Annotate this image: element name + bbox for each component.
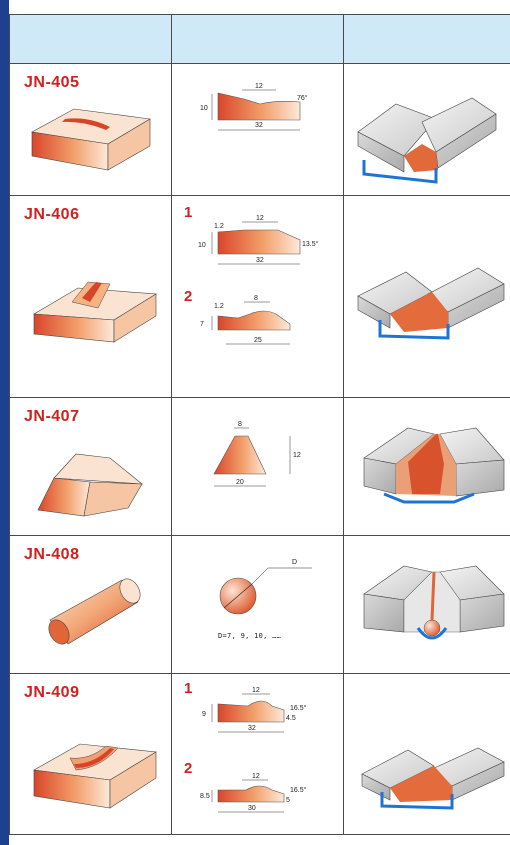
application-illustration bbox=[357, 267, 505, 340]
model-cell: JN-408 bbox=[9, 535, 172, 674]
dim-height: 9 bbox=[202, 711, 206, 718]
dim-top: 12 bbox=[256, 215, 264, 222]
tape-3d-illustration bbox=[37, 453, 143, 517]
application-cell bbox=[343, 195, 510, 398]
dim-side: 4.5 bbox=[286, 715, 296, 722]
application-illustration bbox=[357, 97, 497, 184]
profile-cell: D D=7, 9, 10, …… bbox=[171, 535, 344, 674]
tape-3d-illustration bbox=[48, 578, 141, 645]
header-cell-application bbox=[343, 14, 510, 64]
application-illustration bbox=[363, 427, 505, 504]
dim-angle: 16.5° bbox=[290, 704, 307, 712]
dim-top: 12 bbox=[252, 687, 260, 694]
page-edge-bar bbox=[0, 0, 9, 845]
application-illustration bbox=[361, 747, 505, 810]
dim-base: 20 bbox=[236, 479, 244, 486]
model-code: JN-408 bbox=[24, 546, 80, 563]
dim-length: 25 bbox=[254, 337, 262, 344]
application-illustration bbox=[363, 565, 505, 640]
table-row: JN-405 12 10 76° 32 bbox=[9, 63, 510, 196]
profile-cell: 1 2 12 1.2 10 13.5° 32 8 1.2 bbox=[171, 195, 344, 398]
dim-top: 12 bbox=[255, 83, 263, 90]
dim-angle: 13.5° bbox=[302, 240, 319, 248]
dim-height: 7 bbox=[200, 321, 204, 328]
model-code: JN-406 bbox=[24, 206, 80, 223]
profile-drawing: 12 9 16.5° 4.5 32 12 8.5 16.5° 5 30 bbox=[200, 687, 307, 813]
dim-top: 8 bbox=[238, 421, 242, 428]
dim-angle: 76° bbox=[297, 94, 308, 102]
profile-drawing: 12 10 76° 32 bbox=[200, 83, 308, 131]
tape-3d-illustration bbox=[31, 108, 151, 171]
application-cell bbox=[343, 63, 510, 196]
dim-length: 32 bbox=[256, 257, 264, 264]
profile-drawing: D bbox=[219, 559, 312, 615]
profile-number: 1 bbox=[184, 204, 193, 221]
profile-cell: 1 2 12 9 16.5° 4.5 32 12 8.5 bbox=[171, 673, 344, 835]
profile-drawing: 8 12 20 bbox=[213, 421, 301, 487]
dim-side: 5 bbox=[286, 797, 290, 804]
model-code: JN-407 bbox=[24, 408, 80, 425]
dim-angle: 16.5° bbox=[290, 786, 307, 794]
profile-number: 1 bbox=[184, 680, 193, 697]
profile-drawing: 12 1.2 10 13.5° 32 8 1.2 7 25 bbox=[198, 215, 319, 345]
diameter-values-note: D=7, 9, 10, …… bbox=[218, 632, 282, 640]
model-code: JN-405 bbox=[24, 74, 80, 91]
model-code: JN-409 bbox=[24, 684, 80, 701]
profile-number: 2 bbox=[184, 288, 193, 305]
application-cell bbox=[343, 673, 510, 835]
header-cell-model bbox=[9, 14, 172, 64]
dim-length: 32 bbox=[255, 122, 263, 129]
dim-length: 32 bbox=[248, 725, 256, 732]
dim-step: 1.2 bbox=[214, 303, 224, 310]
table-row: JN-406 1 2 12 1.2 10 bbox=[9, 195, 510, 398]
dim-height: 8.5 bbox=[200, 793, 210, 800]
profile-number: 2 bbox=[184, 760, 193, 777]
tape-profile-table: JN-405 12 10 76° 32 bbox=[9, 14, 510, 835]
profile-cell: 12 10 76° 32 bbox=[171, 63, 344, 196]
table-row: JN-407 8 12 20 bbox=[9, 397, 510, 536]
dim-top: 12 bbox=[252, 773, 260, 780]
dim-top: 8 bbox=[254, 295, 258, 302]
model-cell: JN-405 bbox=[9, 63, 172, 196]
dim-diameter: D bbox=[292, 559, 297, 566]
model-cell: JN-406 bbox=[9, 195, 172, 398]
model-cell: JN-407 bbox=[9, 397, 172, 536]
model-cell: JN-409 bbox=[9, 673, 172, 835]
header-cell-profile bbox=[171, 14, 344, 64]
dim-length: 30 bbox=[248, 805, 256, 812]
tape-3d-illustration bbox=[33, 281, 157, 343]
table-header-row bbox=[9, 14, 510, 64]
tape-3d-illustration bbox=[33, 743, 157, 809]
application-cell bbox=[343, 397, 510, 536]
dim-height: 10 bbox=[198, 242, 206, 249]
profile-cell: 8 12 20 bbox=[171, 397, 344, 536]
dim-height: 10 bbox=[200, 105, 208, 112]
dim-height: 12 bbox=[293, 452, 301, 459]
application-cell bbox=[343, 535, 510, 674]
table-row: JN-409 1 2 12 9 16.5° bbox=[9, 673, 510, 835]
table-row: JN-408 bbox=[9, 535, 510, 674]
dim-step: 1.2 bbox=[214, 223, 224, 230]
